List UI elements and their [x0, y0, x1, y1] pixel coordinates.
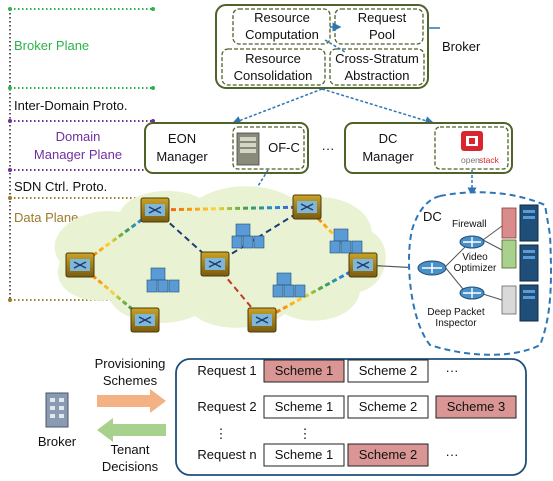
bottom-broker-label: Broker	[38, 434, 77, 449]
dc-manager-box: DC Manager open stack	[344, 122, 513, 174]
eon-manager-box: EON Manager OF-C	[144, 122, 309, 174]
sdn-ctrl-proto-label: SDN Ctrl. Proto.	[14, 179, 107, 194]
broker-box: Resource Computation Request Pool Resour…	[215, 4, 481, 89]
optical-switch-icon	[65, 252, 95, 278]
server-clusters	[146, 223, 363, 298]
request-label: Request 1	[197, 363, 256, 378]
row-ellipsis: ···	[446, 447, 459, 462]
broker-manager-links	[231, 88, 435, 125]
provisioning-arrow-icon	[97, 389, 166, 413]
firewall-label: Firewall	[452, 219, 486, 230]
rack-icon	[519, 284, 539, 322]
dc-region: DC Firewall Video Optimizer Deep Packet …	[408, 191, 552, 356]
request-pool-text-1: Request	[358, 10, 407, 25]
eon-manager-text-1: EON	[168, 131, 196, 146]
router-icon	[417, 260, 447, 276]
dc-manager-text-1: DC	[379, 131, 398, 146]
row-ellipsis: ···	[446, 363, 459, 378]
server-cluster-icon	[146, 267, 180, 293]
video-optimizer-label-2: Optimizer	[454, 263, 497, 274]
dpi-server-icon	[501, 285, 517, 315]
resource-consolidation-text-2: Consolidation	[234, 68, 313, 83]
inter-domain-proto-label: Inter-Domain Proto.	[14, 98, 127, 113]
scheme-label: Scheme 1	[275, 363, 334, 378]
ofc-text: OF-C	[268, 140, 300, 155]
scheme-label: Scheme 1	[275, 399, 334, 414]
dpi-label-2: Inspector	[435, 318, 477, 329]
vertical-dots: ⋮	[215, 426, 228, 441]
server-box-icon	[236, 132, 260, 166]
cross-stratum-text-1: Cross-Stratum	[335, 51, 419, 66]
scheme-label: Scheme 2	[359, 363, 418, 378]
domain-manager-plane-label-1: Domain	[56, 129, 101, 144]
rack-icon	[519, 244, 539, 282]
request-pool-text-2: Pool	[369, 27, 395, 42]
provisioning-text-2: Schemes	[103, 373, 158, 388]
resource-computation-text-2: Computation	[245, 27, 319, 42]
scheme-box	[435, 395, 517, 419]
broker-plane-label: Broker Plane	[14, 38, 89, 53]
dpi-label-1: Deep Packet	[427, 307, 484, 318]
openstack-open-text: open	[461, 155, 480, 165]
video-server-icon	[501, 239, 517, 269]
server-cluster-icon	[231, 223, 265, 249]
network-links	[79, 205, 421, 322]
plane-legend: Broker Plane Inter-Domain Proto. Domain …	[8, 7, 155, 302]
scheme-label: Scheme 2	[359, 447, 418, 462]
broker-label: Broker	[442, 39, 481, 54]
scheme-box	[347, 443, 429, 467]
dc-title: DC	[423, 209, 442, 224]
request-label: Request n	[197, 447, 256, 462]
rack-icon	[519, 204, 539, 242]
tenant-text-2: Decisions	[102, 459, 159, 474]
firewall-server-icon	[501, 207, 517, 239]
optical-switch-icon	[140, 197, 170, 223]
server-cluster-icon	[329, 228, 363, 254]
resource-consolidation-text-1: Resource	[245, 51, 301, 66]
openstack-stack-text: stack	[479, 155, 500, 165]
dc-manager-text-2: Manager	[362, 149, 414, 164]
request-rows: Request 1 Scheme 1 Scheme 2 ··· Request 2 Sch…	[197, 359, 517, 467]
scheme-label: Scheme 3	[447, 399, 506, 414]
vertical-dots: ⋮	[299, 426, 312, 441]
domain-manager-plane-label-2: Manager Plane	[34, 147, 122, 162]
optical-switch-icon	[292, 194, 322, 220]
openstack-logo-icon: open stack	[461, 131, 500, 165]
tenant-text-1: Tenant	[110, 442, 149, 457]
manager-dataplane-links	[247, 169, 477, 203]
optical-switch-icon	[130, 307, 160, 333]
scheme-box	[263, 395, 345, 419]
server-cluster-icon	[272, 272, 306, 298]
router-icon	[459, 286, 485, 300]
scheme-label: Scheme 1	[275, 447, 334, 462]
resource-computation-text-1: Resource	[254, 10, 310, 25]
optical-switch-icon	[200, 251, 230, 277]
request-label: Request 2	[197, 399, 256, 414]
router-icon	[459, 235, 485, 249]
scheme-box	[347, 395, 429, 419]
manager-ellipsis: ···	[322, 141, 335, 156]
video-optimizer-label-1: Video	[462, 252, 488, 263]
decision-arrow-icon	[97, 418, 166, 442]
scheme-box	[347, 359, 429, 383]
optical-switch-icon	[348, 252, 378, 278]
optical-switches	[65, 194, 378, 333]
provisioning-text-1: Provisioning	[95, 356, 166, 371]
scheme-label: Scheme 2	[359, 399, 418, 414]
data-plane-label: Data Plane	[14, 210, 78, 225]
optical-switch-icon	[247, 307, 277, 333]
broker-building-icon	[45, 392, 69, 428]
eon-manager-text-2: Manager	[156, 149, 208, 164]
scheme-box	[263, 359, 345, 383]
scheme-box	[263, 443, 345, 467]
cross-stratum-text-2: Abstraction	[344, 68, 409, 83]
